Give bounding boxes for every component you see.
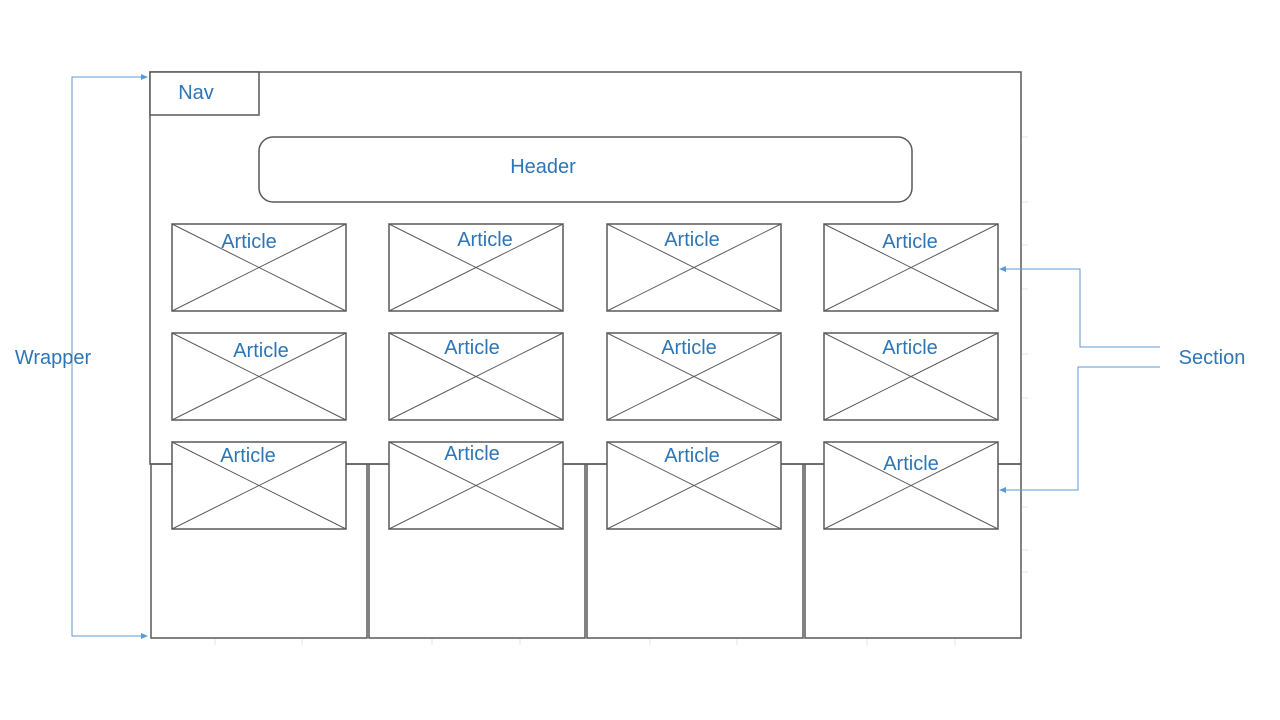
article-box: Article: [823, 332, 999, 421]
wrapper-arrowheads: [141, 74, 148, 639]
header-label: Header: [510, 156, 576, 178]
article-label: Article: [664, 229, 720, 251]
article-box: Article: [171, 223, 347, 312]
article-box: Article: [606, 223, 782, 312]
header-box: [258, 136, 913, 203]
arrowhead: [999, 487, 1006, 493]
section-connector: [1001, 268, 1160, 491]
section-arrowheads: [999, 266, 1006, 493]
article-label: Article: [883, 453, 939, 475]
article-label: Article: [882, 231, 938, 253]
article-box: Article: [388, 223, 564, 312]
article-label: Article: [233, 340, 289, 362]
arrowhead: [141, 633, 148, 639]
article-box: Article: [388, 441, 564, 530]
article-box: Article: [171, 332, 347, 421]
article-label: Article: [444, 443, 500, 465]
article-box: Article: [606, 332, 782, 421]
article-box: Article: [388, 332, 564, 421]
guide-ticks: [214, 136, 1028, 645]
article-box: Article: [606, 441, 782, 530]
arrowhead: [999, 266, 1006, 272]
article-box: Article: [823, 223, 999, 312]
wrapper-label: Wrapper: [15, 347, 92, 369]
article-box: Article: [171, 441, 347, 530]
article-label: Article: [882, 337, 938, 359]
arrowhead: [141, 74, 148, 80]
section-label: Section: [1179, 347, 1246, 369]
article-label: Article: [664, 445, 720, 467]
article-label: Article: [444, 337, 500, 359]
nav-box: [149, 71, 260, 116]
article-box: Article: [823, 441, 999, 530]
wrapper-bracket: [71, 76, 147, 637]
article-label: Article: [661, 337, 717, 359]
nav-label: Nav: [178, 82, 214, 104]
article-label: Article: [220, 445, 276, 467]
article-label: Article: [457, 229, 513, 251]
article-label: Article: [221, 231, 277, 253]
